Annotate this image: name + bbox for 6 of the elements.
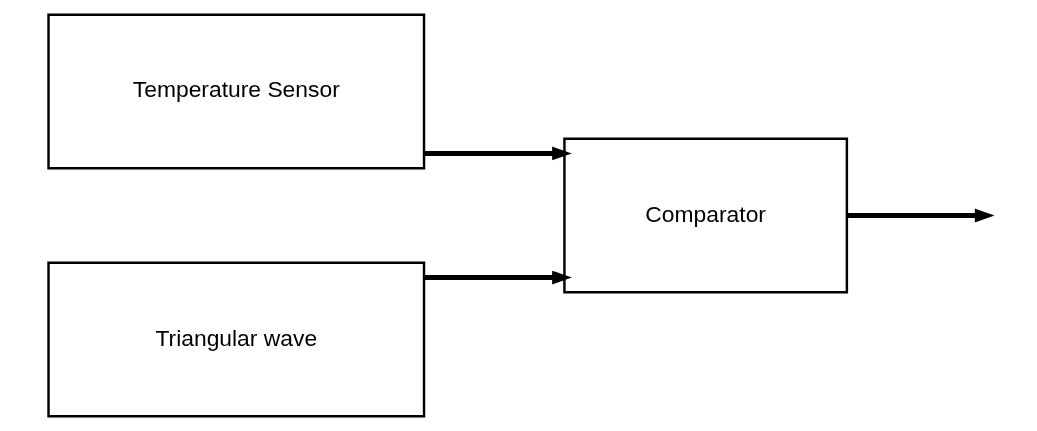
node-box: Triangular wave — [47, 261, 426, 418]
arrow — [424, 146, 572, 161]
node-box: Temperature Sensor — [47, 13, 426, 170]
node-box: Comparator — [563, 137, 849, 294]
arrow — [847, 208, 995, 223]
arrow — [424, 270, 572, 285]
